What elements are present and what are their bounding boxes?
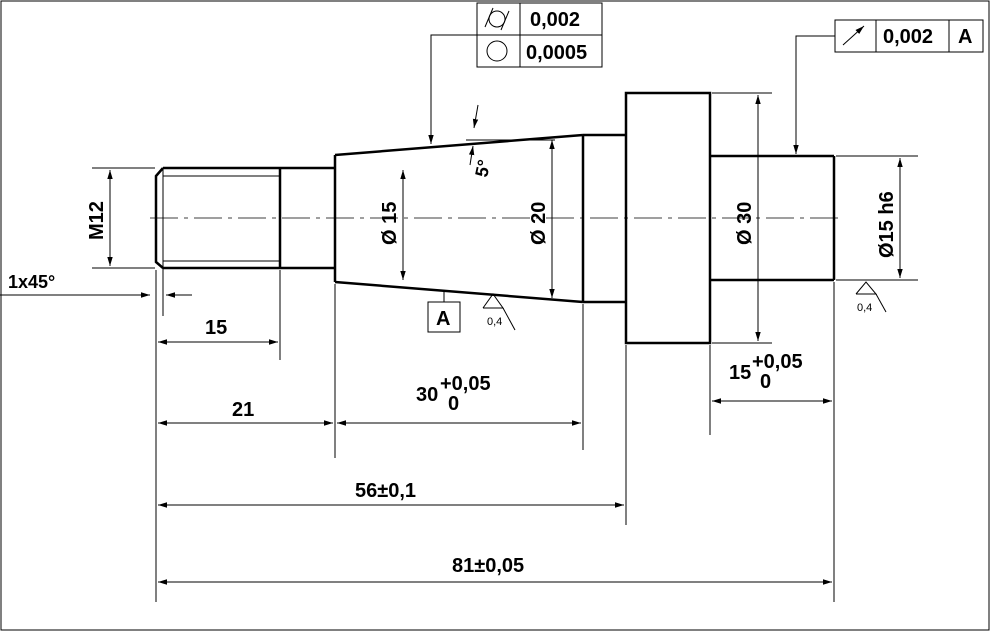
journal-diameter: Ø15 h6 [876,191,898,258]
roughness-value-1: 0,4 [487,316,502,328]
datum-a: A [427,290,461,333]
chamfer-dimension: 1x45° [8,272,55,292]
journal-length-dimension: 15 +0,05 0 [729,351,803,393]
shoulder-length-dimension: 21 [232,399,254,421]
cylindricity-symbol-icon [484,7,510,31]
roughness-triangle-icon [482,293,504,309]
cone-small-diameter: Ø 15 [379,202,401,245]
runout-value: 0,002 [883,26,933,48]
runout-datum: A [958,26,972,48]
circularity-symbol-icon [486,40,508,62]
journal-length-lower: 0 [760,371,771,393]
runout-arrow-icon [842,25,865,46]
cone-length-upper: +0,05 [440,373,491,395]
thread-length-dimension: 15 [205,317,227,339]
cylindricity-value: 0,002 [530,9,580,31]
shaft-outline [154,91,836,345]
cone-large-diameter: Ø 20 [528,202,550,245]
roughness-value-2: 0,4 [857,302,872,314]
datum-letter: A [436,308,450,330]
total-length-dimension: 81±0,05 [452,555,524,577]
extension-lines [92,92,918,602]
dimension-lines [0,95,903,585]
cone-length-main: 30 [416,384,438,406]
roughness-triangle-icon [855,281,878,295]
collar-diameter: Ø 30 [734,202,756,245]
tolerance-frame-runout: 0,002 A [793,19,984,154]
roughness-symbol-cone: 0,4 [482,293,516,331]
journal-length-upper: +0,05 [752,351,803,373]
thread-dimension: M12 [86,201,108,240]
tolerance-frame-cone: 0,002 0,0005 [428,2,603,144]
roughness-symbol-journal: 0,4 [855,281,887,314]
roundness-value: 0,0005 [526,42,587,64]
journal-length-main: 15 [729,362,751,384]
collar-position-dimension: 56±0,1 [355,480,416,502]
cone-angle: 5° [471,158,494,179]
cone-length-lower: 0 [448,393,459,415]
cone-length-dimension: 30 +0,05 0 [416,373,491,415]
